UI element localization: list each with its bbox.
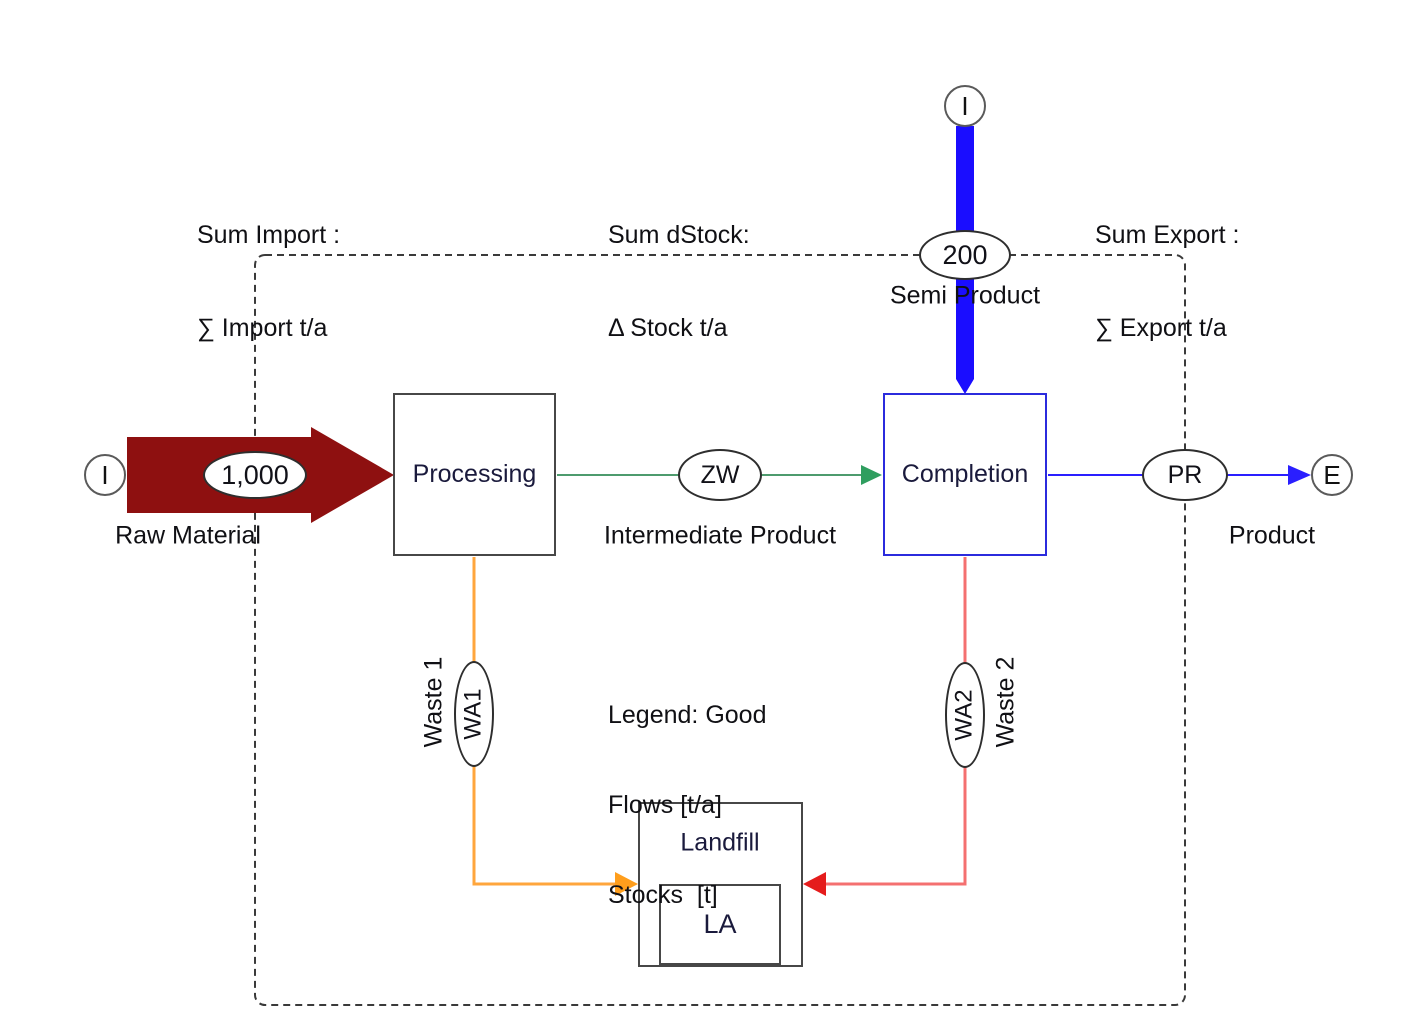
system-boundary bbox=[254, 254, 1186, 1006]
landfill-label: Landfill bbox=[680, 828, 760, 857]
intermediate-product-code-oval[interactable]: ZW bbox=[678, 449, 762, 501]
legend-line3: Stocks [t] bbox=[608, 881, 718, 909]
waste1-code: WA1 bbox=[460, 688, 487, 740]
sum-import-line2: ∑ Import t/a bbox=[197, 314, 328, 342]
waste1-label: Waste 1 bbox=[419, 656, 448, 748]
sum-export-line1: Sum Export : bbox=[1095, 221, 1240, 249]
product-code-oval[interactable]: PR bbox=[1142, 449, 1228, 501]
waste2-arrowhead[interactable] bbox=[803, 872, 826, 896]
semi-product-value-oval[interactable]: 200 bbox=[919, 230, 1011, 280]
import-node-top[interactable]: I bbox=[944, 85, 986, 127]
sum-dstock-line1: Sum dStock: bbox=[608, 221, 750, 249]
intermediate-product-label: Intermediate Product bbox=[603, 521, 837, 550]
sum-export-label: Sum Export : ∑ Export t/a bbox=[1095, 158, 1240, 406]
process-completion[interactable]: Completion bbox=[883, 393, 1047, 556]
import-node-left[interactable]: I bbox=[84, 454, 126, 496]
raw-material-label: Raw Material bbox=[115, 521, 261, 550]
waste1-arrowhead[interactable] bbox=[615, 872, 638, 896]
intermediate-product-arrowhead[interactable] bbox=[861, 465, 882, 485]
semi-product-flow-arrowhead[interactable] bbox=[956, 379, 974, 394]
sum-import-label: Sum Import : ∑ Import t/a bbox=[197, 158, 340, 406]
semi-product-label: Semi Product bbox=[889, 281, 1041, 310]
legend-line1: Legend: Good bbox=[608, 701, 767, 729]
waste2-code: WA2 bbox=[951, 689, 978, 741]
legend: Legend: Good Flows [t/a] Stocks [t] bbox=[608, 640, 766, 970]
waste2-label: Waste 2 bbox=[991, 656, 1020, 748]
process-processing[interactable]: Processing bbox=[393, 393, 556, 556]
sum-export-line2: ∑ Export t/a bbox=[1095, 314, 1227, 342]
sum-import-line1: Sum Import : bbox=[197, 221, 341, 249]
sum-dstock-label: Sum dStock: Δ Stock t/a bbox=[608, 158, 750, 406]
waste1-flow-line[interactable] bbox=[472, 557, 617, 886]
sum-dstock-line2: Δ Stock t/a bbox=[608, 314, 728, 342]
waste1-code-oval[interactable]: WA1 bbox=[454, 661, 494, 767]
waste2-code-oval[interactable]: WA2 bbox=[945, 662, 985, 768]
export-node-right[interactable]: E bbox=[1311, 454, 1353, 496]
raw-material-value-oval[interactable]: 1,000 bbox=[203, 451, 307, 499]
landfill-stock-box[interactable]: LA bbox=[659, 884, 781, 965]
product-arrowhead[interactable] bbox=[1288, 465, 1311, 485]
legend-line2: Flows [t/a] bbox=[608, 791, 722, 819]
product-label: Product bbox=[1228, 521, 1316, 550]
